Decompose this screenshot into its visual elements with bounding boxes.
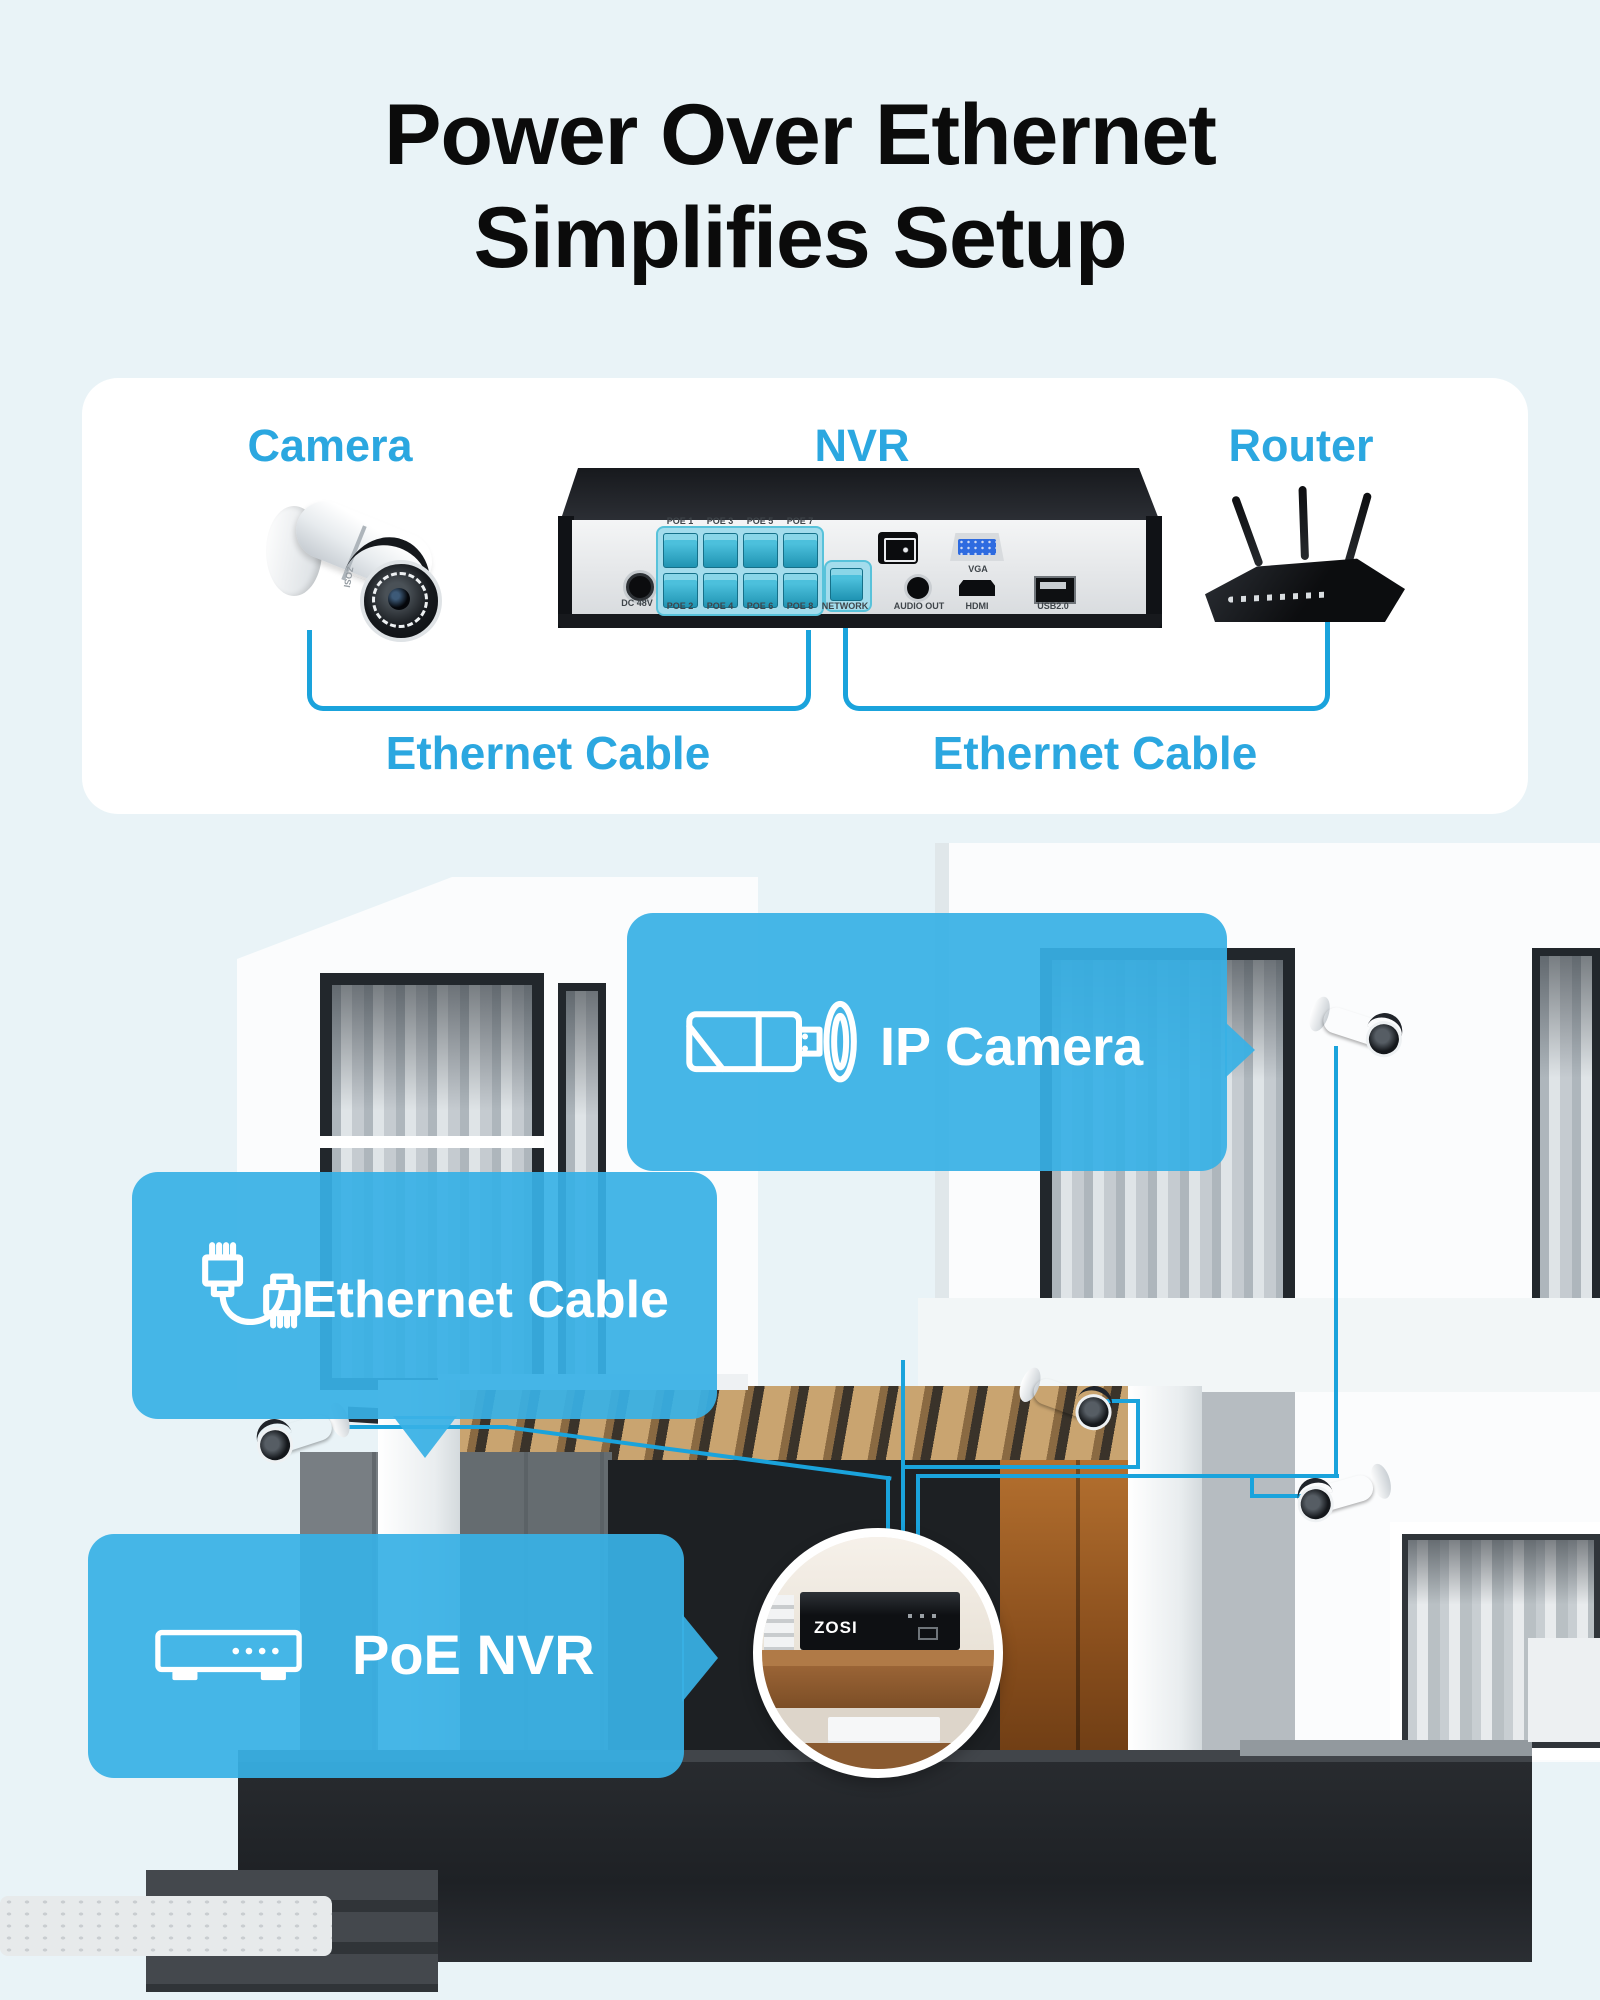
hdmi-label: HDMI [965, 601, 989, 611]
ip-camera-box [627, 913, 1227, 1171]
gray-wall-piece [1195, 1392, 1295, 1762]
cable-topright-down [1334, 1046, 1338, 1478]
inset-papers [828, 1717, 940, 1741]
power-switch-rocker [884, 538, 916, 562]
inset-nvr-box: ZOSI [800, 1592, 960, 1650]
poe-port-3 [703, 533, 738, 568]
poe-port-5 [743, 533, 778, 568]
poe-nvr-box [88, 1534, 684, 1778]
usb-port [1034, 576, 1076, 604]
poe-port-7 [783, 533, 818, 568]
usb-label: USB2.0 [1037, 601, 1069, 611]
router-heading: Router [1228, 420, 1374, 471]
poe-port-1 [663, 533, 698, 568]
ip-camera-label: IP Camera [880, 1017, 1144, 1077]
gravel-strip [0, 1896, 332, 1956]
nvr-inset-circle: ZOSI [753, 1528, 1003, 1778]
camera-pupil [388, 588, 410, 610]
nvr-heading: NVR [814, 420, 910, 471]
inset-shelf-top [762, 1650, 994, 1666]
ip-camera-pointer [1225, 1022, 1255, 1078]
inset-nvr-usb [918, 1627, 938, 1640]
poe-nvr-label: PoE NVR [352, 1623, 595, 1686]
cable-midcam-b [1136, 1399, 1140, 1469]
dc-label: DC 48V [621, 598, 653, 608]
usb-tongue [1040, 582, 1066, 589]
inset-nvr-brand: ZOSI [814, 1618, 858, 1637]
ethernet-cable-left-label: Ethernet Cable [385, 727, 711, 779]
vga-connector [958, 539, 996, 555]
ethernet-cable-icon [202, 1242, 301, 1329]
poe-port-2 [663, 573, 698, 608]
ethernet-cable-right-label: Ethernet Cable [932, 727, 1258, 779]
window-mullion [320, 1136, 544, 1148]
curtain-far-right [1540, 956, 1592, 1337]
dc-power-jack [626, 573, 654, 601]
vga-label: VGA [968, 564, 988, 574]
cable-leftcam-c [886, 1476, 890, 1538]
audio-out-jack [907, 577, 929, 599]
nvr-left-edge [558, 516, 574, 628]
inset-nvr-leds [908, 1614, 942, 1618]
plinth [238, 1762, 1532, 1962]
house-window-far-right [1532, 948, 1600, 1345]
cable-rightcam-a [1250, 1494, 1308, 1498]
poe4-label: POE 4 [706, 601, 734, 611]
nvr-bottom-edge [558, 614, 1162, 628]
poe8-label: POE 8 [786, 601, 814, 611]
network-port-jack [830, 568, 863, 601]
poe-port-8 [783, 573, 818, 608]
cable-rightcam-b [1250, 1476, 1254, 1498]
ethernet-cable-pointer [393, 1416, 457, 1458]
poe5-label: POE 5 [746, 516, 774, 526]
poe-port-6 [743, 573, 778, 608]
nvr-right-edge [1146, 516, 1162, 628]
title-line-2: Simplifies Setup [473, 190, 1127, 287]
ethernet-cable-right-line [843, 616, 1330, 711]
camera-heading: Camera [247, 420, 413, 471]
poe-nvr-pointer [682, 1614, 718, 1702]
inset-lower-shelf [762, 1743, 994, 1769]
cable-main-horizontal [916, 1474, 1339, 1478]
poe2-label: POE 2 [666, 601, 694, 611]
poe3-label: POE 3 [706, 516, 734, 526]
network-label: NETWORK [821, 601, 869, 611]
right-low-wall [1528, 1638, 1600, 1742]
poe-port-4 [703, 573, 738, 608]
ip-camera-icon [686, 1000, 857, 1083]
ethernet-cable-house-label: Ethernet Cable [302, 1271, 669, 1329]
cable-midcam-a [1096, 1399, 1140, 1403]
poe6-label: POE 6 [746, 601, 774, 611]
cable-midcam-c [903, 1465, 1140, 1469]
nvr-top [560, 468, 1160, 522]
audio-out-label: AUDIO OUT [893, 601, 945, 611]
cable-soffit-drop [901, 1360, 905, 1532]
ethernet-cable-left-line [307, 630, 811, 711]
poe1-label: POE 1 [666, 516, 694, 526]
camera-ir-leds [372, 572, 428, 628]
hdmi-port [959, 580, 995, 596]
poe7-label: POE 7 [786, 516, 814, 526]
inset-books [764, 1595, 794, 1650]
inset-shelf-front [762, 1666, 994, 1708]
poe-nvr-icon [155, 1629, 302, 1681]
plinth-right-surface [1240, 1740, 1532, 1756]
title-line-1: Power Over Ethernet [384, 87, 1217, 183]
page-title: Power Over Ethernet Simplifies Setup [0, 84, 1600, 290]
cable-drop-to-nvr [916, 1474, 920, 1536]
